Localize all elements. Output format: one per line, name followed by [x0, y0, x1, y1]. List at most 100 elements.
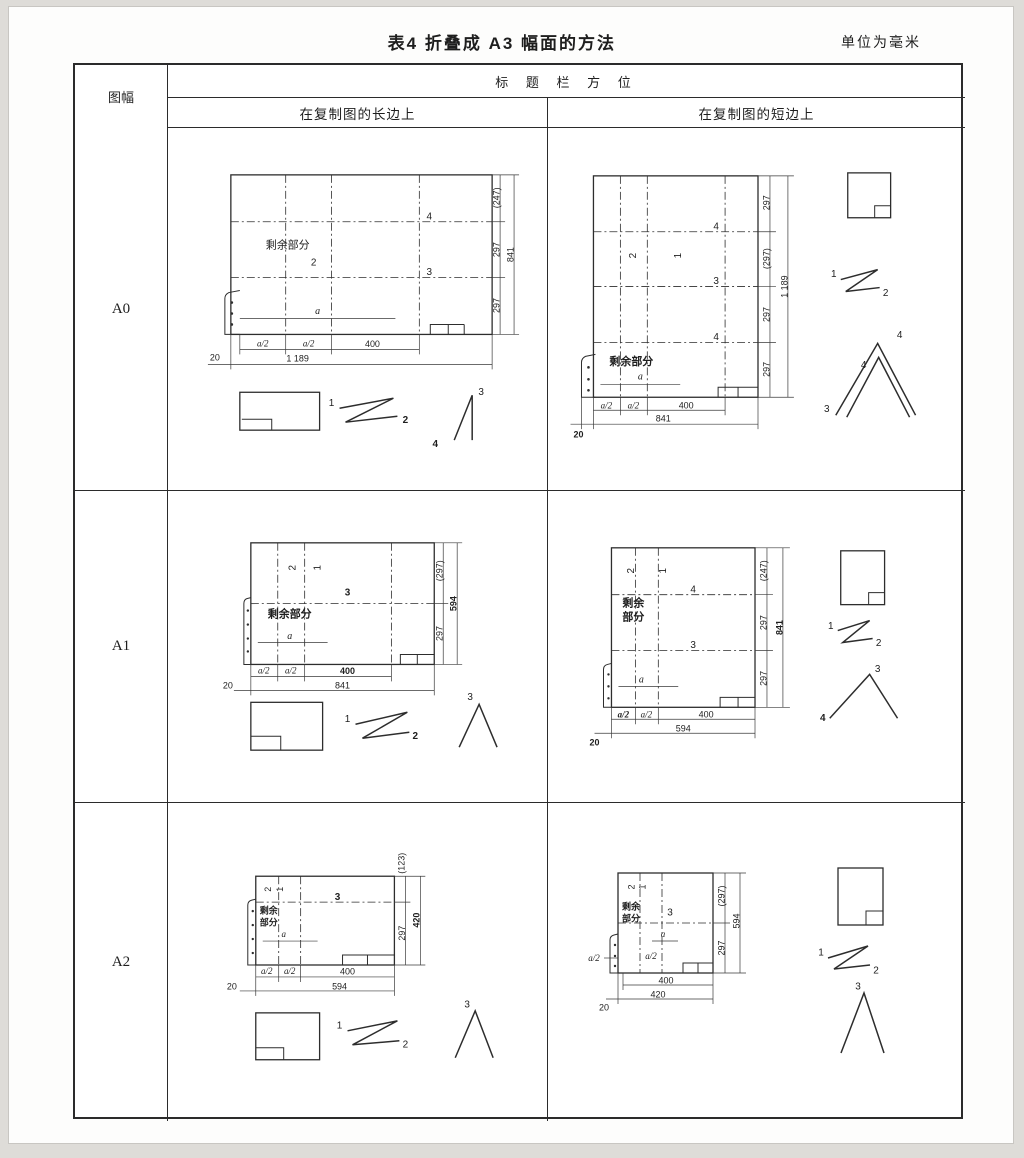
- binding-strip: [243, 597, 251, 665]
- a0-short-sheet: [580, 175, 759, 398]
- dim-label: 400: [365, 339, 380, 349]
- dim-label: 297: [758, 615, 768, 630]
- seq-number: 2: [413, 731, 419, 742]
- mountain-fold-icon: [458, 702, 498, 748]
- cell-a0-short: 2 1 4 3 4 剩余部分 a 297 (297) 297 297 1 189…: [548, 128, 965, 491]
- table-title: 表4 折叠成 A3 幅面的方法: [387, 34, 617, 53]
- cell-a0-long: 剩余部分 2 4 3 a (247) 297 297 841 a/2 a/2 4…: [168, 128, 548, 491]
- a0-long-fold-sequence: [239, 391, 473, 441]
- folded-result: [847, 172, 892, 219]
- zigzag-fold-icon: [339, 397, 398, 423]
- dim-a: a: [315, 306, 320, 317]
- a1-long-dim-lines: [233, 542, 463, 696]
- fold-number: 3: [667, 908, 673, 919]
- title-block-notch: [399, 653, 435, 665]
- dim-a: a: [287, 631, 292, 642]
- dim-a: a: [638, 372, 643, 383]
- header-frame-label: 图幅: [107, 90, 134, 105]
- fold-number: 1: [637, 884, 647, 889]
- a0-short-fold-sequence: [835, 172, 917, 418]
- dim-label: 297: [435, 626, 445, 641]
- dim-a: a: [639, 675, 644, 686]
- dim-label: 400: [699, 710, 714, 720]
- dim-label: 841: [656, 414, 671, 424]
- seq-number: 4: [861, 360, 867, 371]
- dim-label: 20: [227, 981, 237, 991]
- zigzag-fold-icon: [347, 1020, 400, 1046]
- fold-number: 3: [713, 276, 719, 287]
- scanned-page: 表4 折叠成 A3 幅面的方法 单位为毫米 图幅 标 题 栏 方 位 在复制图的…: [8, 6, 1014, 1144]
- dim-label: a/2: [618, 709, 630, 719]
- seq-number: 4: [897, 330, 903, 341]
- dim-label: a/2: [257, 338, 269, 348]
- dim-label: (297): [716, 885, 726, 906]
- dim-label: 297: [758, 671, 768, 686]
- dim-label: 297: [491, 242, 501, 257]
- fold-number: 1: [312, 565, 323, 571]
- fold-number: 4: [690, 584, 696, 595]
- seq-number: 3: [478, 387, 484, 398]
- seq-number: 1: [337, 1020, 343, 1031]
- header-title-bar-position: 标 题 栏 方 位: [168, 65, 965, 98]
- fold-number: 4: [427, 211, 433, 222]
- row-label-a0: A0: [75, 128, 168, 491]
- dim-label: 297: [761, 362, 771, 377]
- dim-label: 594: [676, 724, 691, 734]
- fold-number: 1: [275, 887, 285, 892]
- folded-result: [255, 1012, 321, 1061]
- a1-short-fold-sequence: [829, 550, 899, 719]
- title-block-notch: [342, 954, 395, 965]
- fold-number: 1: [658, 568, 669, 574]
- fold-number: 1: [673, 252, 684, 258]
- dim-label: 594: [731, 913, 741, 928]
- dim-label: a/2: [641, 709, 653, 719]
- label-remaining: 部分: [260, 916, 278, 927]
- title-block-notch: [719, 696, 756, 708]
- fold-number: 2: [626, 568, 637, 574]
- header-short-edge: 在复制图的短边上: [548, 98, 965, 128]
- binding-strip: [580, 353, 596, 398]
- a0-long-dim-lines: [207, 174, 520, 370]
- header-long-edge-label: 在复制图的长边上: [299, 106, 416, 122]
- zigzag-fold-icon: [827, 945, 871, 970]
- a0-short-diagram: 2 1 4 3 4 剩余部分 a 297 (297) 297 297 1 189…: [570, 172, 917, 440]
- dim-label: 400: [340, 666, 355, 676]
- dim-label: 297: [761, 195, 771, 210]
- dim-label: (247): [758, 560, 768, 581]
- dim-label: (123): [397, 853, 407, 874]
- a0-short-dim-lines: [570, 175, 794, 430]
- vertical-fold-icon: [453, 394, 473, 441]
- cell-a2-long: 2 1 3 剩余 部分 a (123) 297 420 a/2 a/2 400 …: [168, 803, 548, 1121]
- title-block-notch: [429, 323, 465, 335]
- unit-note: 单位为毫米: [841, 34, 921, 50]
- mountain-fold-icon: [840, 990, 885, 1054]
- seq-number: 2: [403, 1039, 409, 1050]
- folded-title-block: [241, 418, 273, 431]
- dim-label: 400: [340, 966, 355, 976]
- fold-number: 3: [345, 587, 351, 598]
- seq-number: 2: [873, 966, 879, 977]
- a2-long-dim-lines: [239, 875, 426, 996]
- dim-label: a/2: [645, 951, 657, 961]
- folded-result: [840, 550, 886, 606]
- dim-label: a/2: [303, 338, 315, 348]
- dim-label: 20: [599, 1002, 609, 1012]
- seq-number: 1: [345, 714, 351, 725]
- a1-long-diagram: 2 1 3 剩余部分 a (297) 297 594 a/2 a/2 400 8…: [223, 542, 498, 751]
- a2-short-dim-lines: [606, 872, 746, 1004]
- row-label-a1: A1: [75, 491, 168, 803]
- label-remaining: 剩余部分: [609, 354, 653, 368]
- a1-long-sheet: [243, 542, 435, 666]
- dim-label: a/2: [628, 400, 640, 410]
- seq-number: 1: [831, 269, 837, 280]
- dim-label: 1 189: [779, 275, 789, 297]
- seq-number: 4: [820, 713, 826, 724]
- dim-label: (247): [491, 187, 501, 208]
- cell-a1-short: 2 1 4 3 剩余 部分 a (247) 297 297 841 a/2 a/…: [548, 491, 965, 803]
- binding-strip: [609, 933, 619, 974]
- fold-number: 4: [713, 332, 719, 343]
- label-remaining: 部分: [622, 912, 640, 923]
- header-short-edge-label: 在复制图的短边上: [698, 106, 815, 122]
- zigzag-fold-icon: [355, 711, 410, 739]
- dim-label: 1 189: [286, 354, 308, 364]
